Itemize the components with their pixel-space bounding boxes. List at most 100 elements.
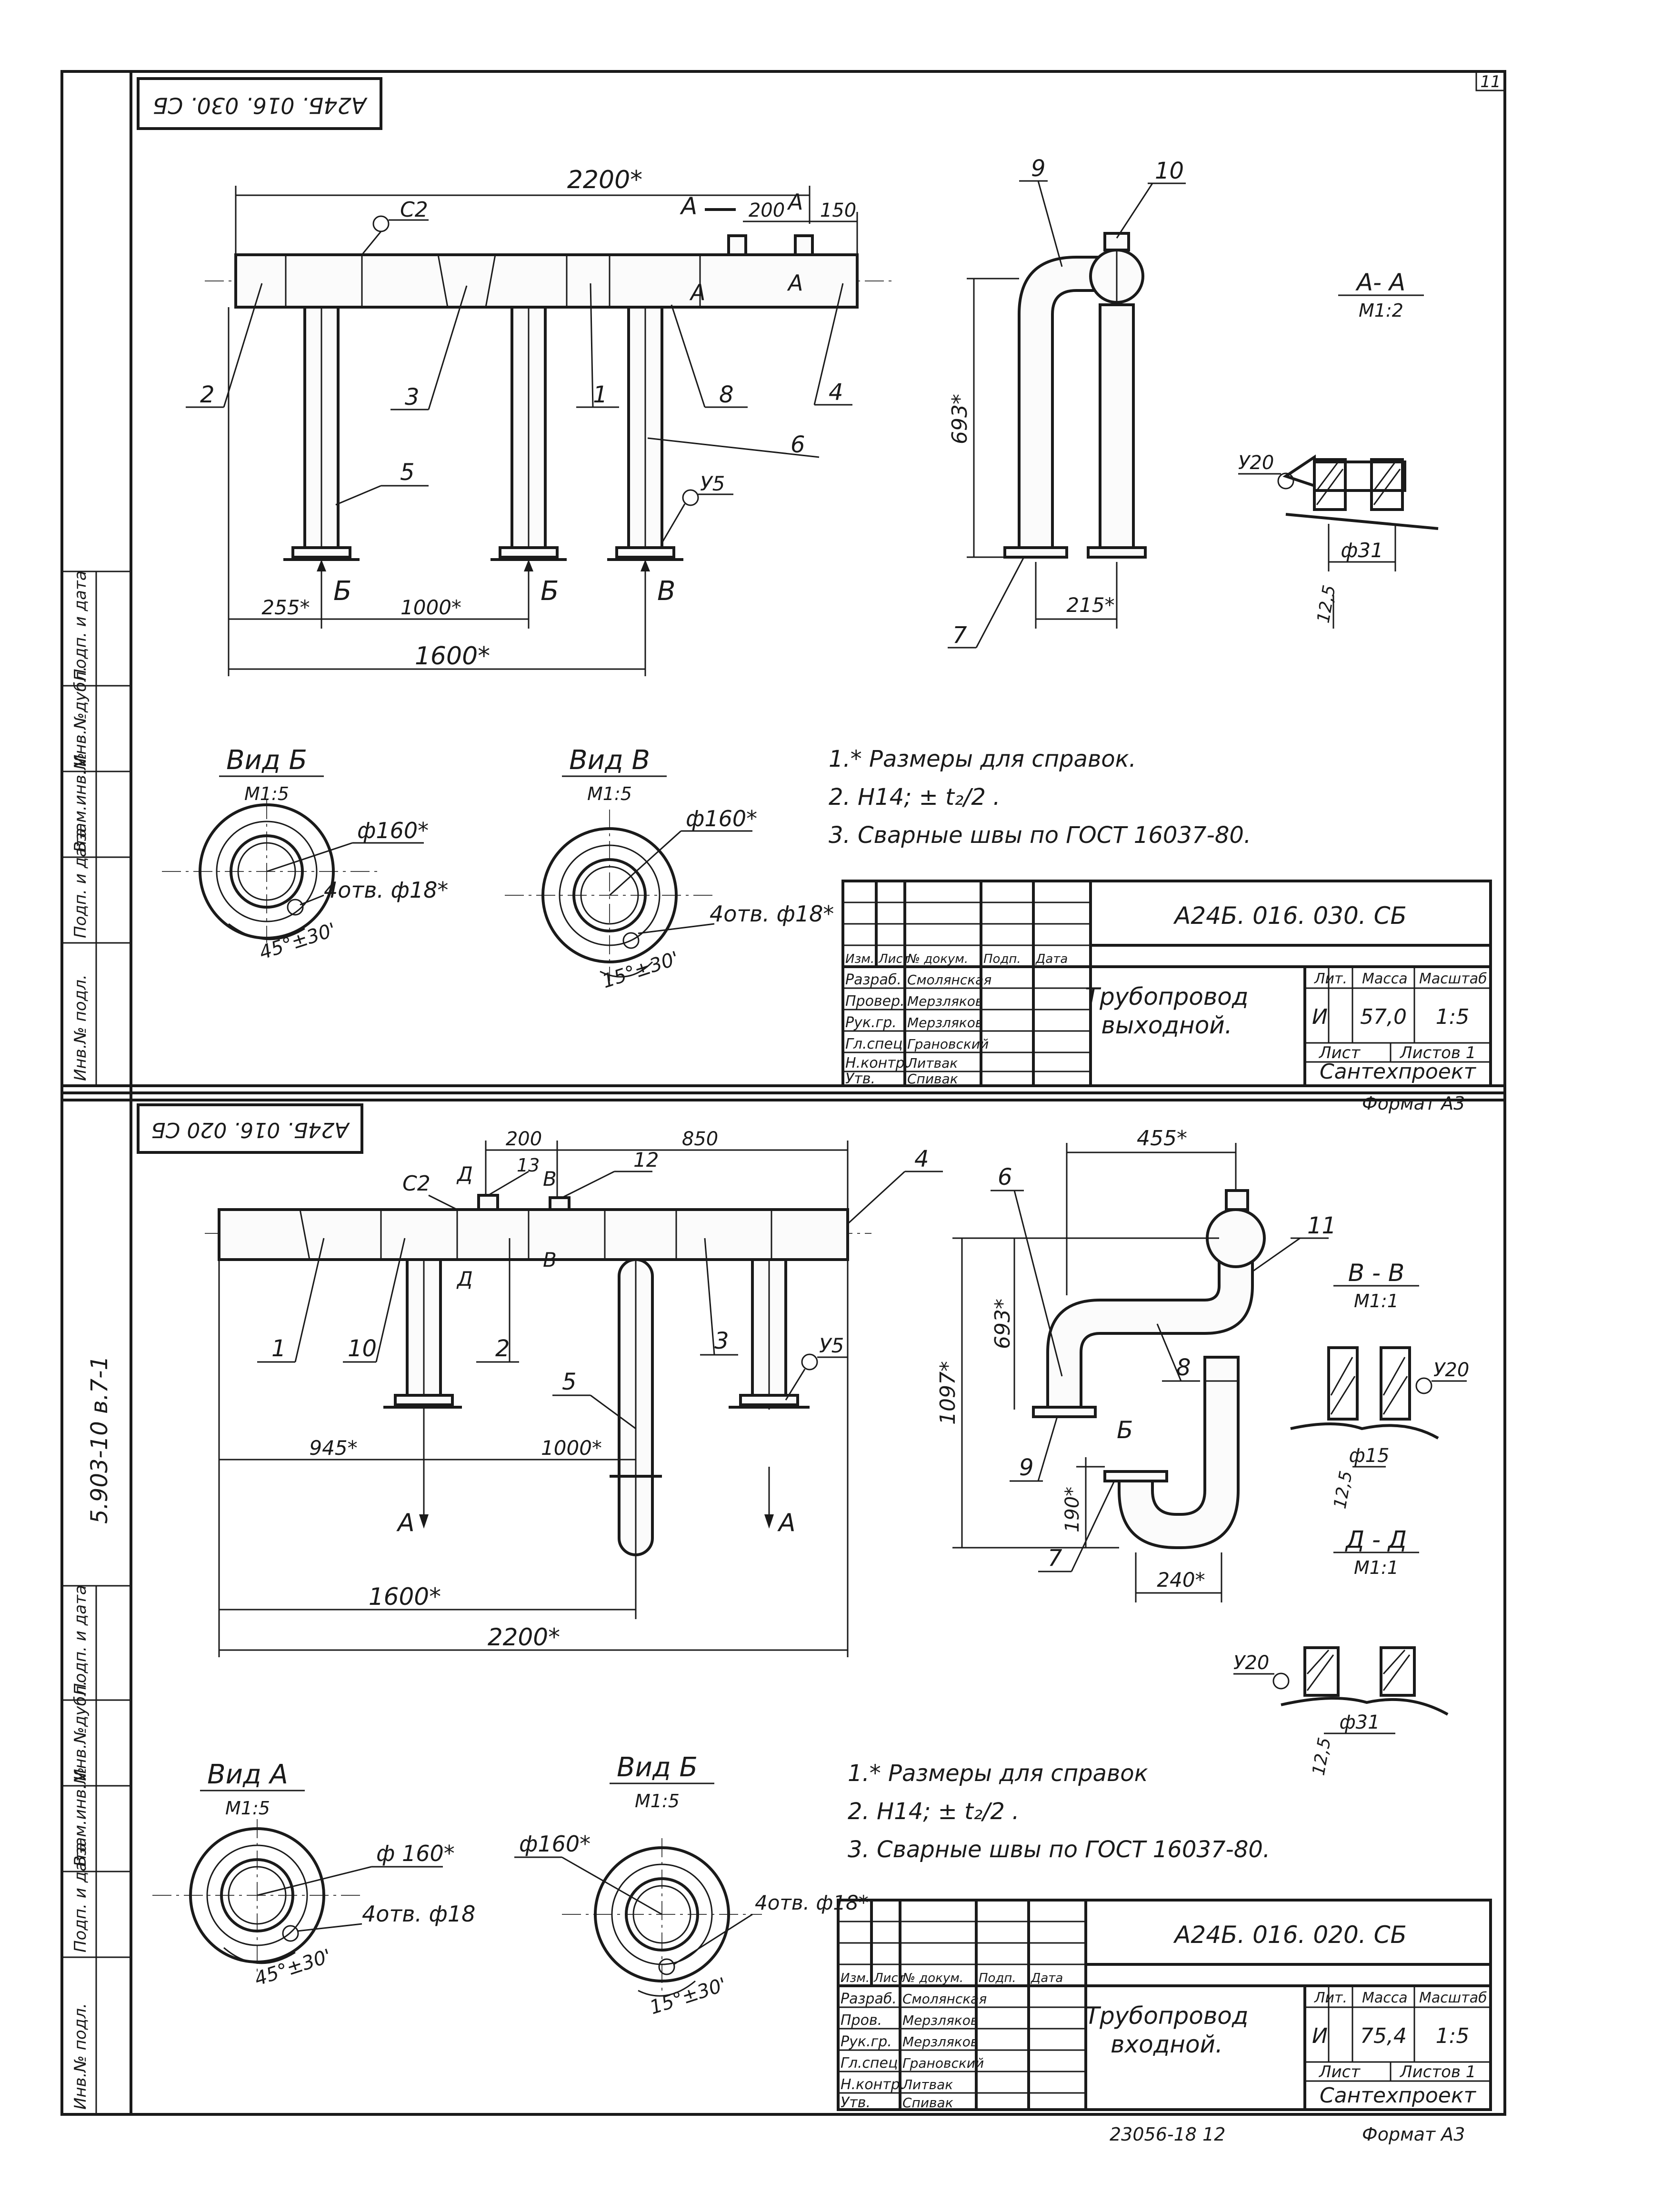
tb-person-2: Мерзляков: [907, 993, 983, 1009]
weld-c2-inlet: С2: [402, 1171, 431, 1196]
tb-mass: 57,0: [1360, 1005, 1407, 1029]
tb2-person-2: Мерзляков: [902, 2012, 978, 2028]
rotated-code-2: А24Б. 016. 020 СБ: [151, 1118, 350, 1142]
callouts-bottom: 1 10 2 3 4 5 13 12: [257, 1146, 943, 1430]
side-view-outlet: 693* 215* 9 10 7: [948, 155, 1186, 649]
dim-1000: 1000*: [400, 596, 461, 619]
note-3-inlet: 3. Сварные швы по ГОСТ 16037-80.: [848, 1836, 1270, 1863]
callout-b-6: 6: [998, 1164, 1012, 1191]
dim-215: 215*: [1066, 593, 1114, 617]
tb2-role-1: Разраб.: [841, 1991, 897, 2007]
stamp-label-2b: Подп. и дата: [71, 1842, 90, 1952]
dim-693-outlet: 693*: [948, 394, 972, 444]
tb-person-1: Смолянская: [907, 972, 991, 988]
section-scale-vv: М1:1: [1354, 1291, 1399, 1311]
view-title-v: Вид В: [569, 745, 650, 776]
view-holes-a: 4отв. ф18: [362, 1901, 475, 1927]
section-title-vv: В - В: [1348, 1259, 1404, 1287]
tb-h-date: Дата: [1035, 952, 1068, 966]
callout-b-7: 7: [1048, 1545, 1062, 1571]
note-2-inlet: 2. Н14; ± t₂/2 .: [848, 1798, 1019, 1825]
callout-b-11: 11: [1307, 1212, 1336, 1239]
section-d-d: Д - Д М1:1 У20 ф31 12,5: [1233, 1526, 1449, 1777]
callout-5: 5: [400, 459, 415, 486]
tb2-lit-label: Лит.: [1314, 1990, 1347, 2006]
section-title-dd: Д - Д: [1345, 1526, 1407, 1553]
tb2-sheet: Лист: [1318, 2062, 1361, 2082]
tb2-h-doc: № докум.: [901, 1971, 963, 1985]
dim-455: 455*: [1137, 1126, 1187, 1151]
tb2-sheets: Листов 1: [1399, 2062, 1476, 2082]
label-b-side: Б: [1117, 1416, 1133, 1444]
view-title-a: Вид А: [207, 1759, 288, 1790]
tb2-mass: 75,4: [1360, 2024, 1407, 2048]
weld-y5-inlet: У5: [819, 1334, 844, 1357]
tb2-person-4: Грановский: [902, 2055, 984, 2071]
stamp-label-1: Инв.№ подл.: [71, 974, 90, 1081]
tb-name2-inlet: входной.: [1111, 2031, 1223, 2058]
tb-name1-inlet: Трубопровод: [1085, 2002, 1249, 2030]
tb2-h-date: Дата: [1031, 1971, 1063, 1985]
stamp-label-3: Взам.инв.№: [71, 753, 90, 852]
dim-200: 200: [749, 200, 785, 221]
section-a-marker-2: А: [787, 189, 803, 215]
tb-scale: 1:5: [1436, 1005, 1470, 1029]
callout-2: 2: [200, 381, 215, 408]
side-stamp-bottom: Инв.№ подл. Подп. и дата Взам.инв.№ Инв.…: [61, 1585, 132, 2115]
dim-200-inlet: 200: [506, 1128, 542, 1150]
drawing-inlet: А24Б. 016. 020 СБ 200 850 Д Д: [137, 1103, 1492, 2111]
tb2-person-5: Литвак: [902, 2077, 953, 2092]
tb-name1-outlet: Трубопровод: [1085, 983, 1249, 1011]
section-title-aa: А- А: [1355, 269, 1405, 296]
label-v-2: В: [543, 1248, 557, 1271]
callout-4: 4: [829, 379, 843, 406]
section-weld-aa: У20: [1238, 452, 1274, 474]
section-weld-vv: У20: [1433, 1359, 1469, 1381]
stamp-label-3b: Взам.инв.№: [71, 1767, 90, 1867]
weld-y5: У5: [700, 472, 725, 495]
tb-name2-outlet: выходной.: [1101, 1011, 1232, 1039]
title-block-inlet: А24Б. 016. 020. СБ Трубопровод входной. …: [837, 1899, 1492, 2111]
tb-h-doc: № докум.: [906, 952, 968, 966]
tb2-person-1: Смолянская: [902, 1991, 987, 2007]
callout-b-4: 4: [914, 1146, 929, 1172]
tb2-role-2: Пров.: [841, 2012, 882, 2029]
tb-org: Сантехпроект: [1320, 1060, 1476, 1084]
callouts-top: 2 3 1 8 4 6 5: [186, 283, 852, 506]
tb2-person-3: Мерзляков: [902, 2034, 978, 2050]
view-holes-b2: 4отв. ф18*: [755, 1891, 869, 1914]
view-v-label: В: [657, 576, 675, 607]
tb-code-inlet: А24Б. 016. 020. СБ: [1173, 1921, 1407, 1949]
header-pipe: [234, 253, 859, 309]
view-dia-v: ф160*: [686, 806, 757, 831]
view-a-mark-2: А: [777, 1509, 796, 1537]
view-dia-b2: ф160*: [519, 1831, 591, 1857]
title-block-outlet: А24Б. 016. 030. СБ Трубопровод выходной.…: [841, 880, 1492, 1087]
tb-h-sign: Подп.: [983, 952, 1021, 966]
tb-person-4: Грановский: [907, 1036, 989, 1052]
callout-b-2: 2: [495, 1335, 510, 1362]
dim-255: 255*: [261, 596, 310, 619]
dim-240: 240*: [1157, 1568, 1205, 1591]
callout-b-9: 9: [1019, 1454, 1034, 1481]
dim-850: 850: [682, 1128, 718, 1150]
section-scale-dd: М1:1: [1354, 1557, 1399, 1578]
callout-10: 10: [1155, 158, 1184, 184]
callout-b-8: 8: [1176, 1354, 1191, 1381]
tb2-mass-label: Масса: [1362, 1990, 1408, 2006]
rotated-code-box-2: [137, 1103, 363, 1154]
callout-7: 7: [952, 622, 967, 649]
dim-2200-inlet: 2200*: [488, 1623, 560, 1651]
stamp-label-1b: Инв.№ подл.: [71, 2003, 90, 2110]
side-stamp-top: Инв.№ подл. Подп. и дата Взам.инв.№ Инв.…: [61, 571, 132, 1087]
tb-sheet: Лист: [1318, 1043, 1361, 1062]
view-scale-b2: М1:5: [635, 1791, 680, 1812]
weld-c2: С2: [400, 198, 428, 222]
tb2-scale: 1:5: [1436, 2024, 1470, 2048]
tb-scale-label: Масштаб: [1419, 971, 1487, 987]
tb2-role-5: Н.контр.: [841, 2076, 904, 2093]
section-a-marker-3: А: [787, 270, 803, 296]
notes-outlet: 1.* Размеры для справок. 2. Н14; ± t₂/2 …: [829, 746, 1251, 849]
dim-2200: 2200*: [567, 166, 642, 194]
